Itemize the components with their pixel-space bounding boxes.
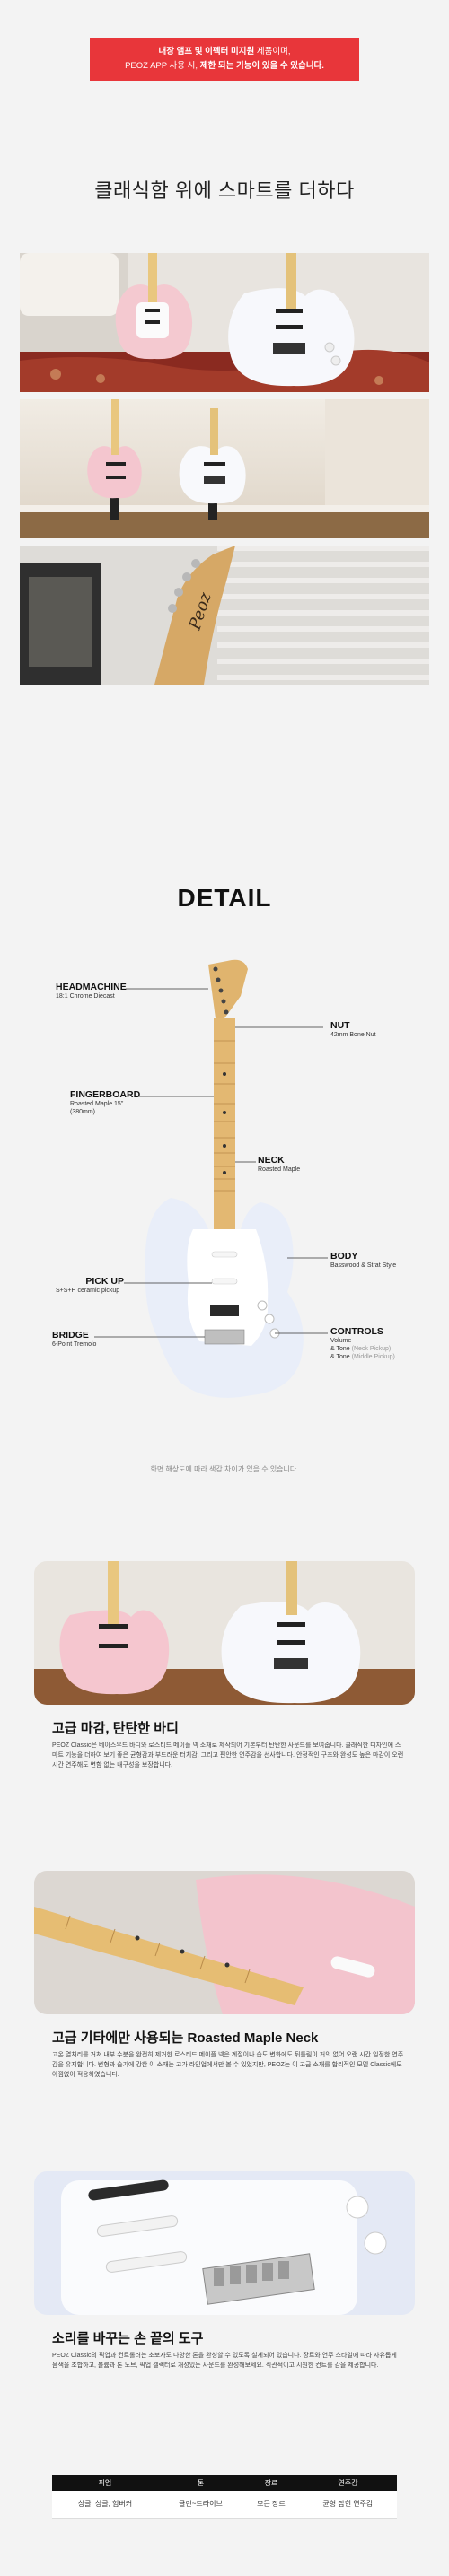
spec-header-genre: 장르 [243, 2475, 299, 2491]
feature-2-image [34, 1871, 415, 2014]
headstock-photo: Peoz [20, 546, 429, 685]
table-row: 싱글, 싱글, 험버커 클린~드라이브 모든 장르 균형 잡힌 연주감 [52, 2491, 397, 2519]
spec-cell-pickup: 싱글, 싱글, 험버커 [52, 2491, 158, 2519]
feature-1-body: PEOZ Classic은 베이스우드 바디와 로스티드 메이플 넥 소재로 제… [52, 1742, 404, 1768]
callout-bridge: BRIDGE 6-Point Tremolo [52, 1330, 97, 1348]
notice-banner: 내장 앰프 및 이펙터 미지원 제품이며, PEOZ APP 사용 시, 제한 … [90, 38, 359, 81]
feature-1-title: 고급 마감, 탄탄한 바디 [52, 1721, 179, 1736]
guitars-photo-1 [20, 253, 429, 392]
feature-3-title: 소리를 바꾸는 손 끝의 도구 [52, 2331, 204, 2346]
callout-fingerboard: FINGERBOARD Roasted Maple 15" (380mm) [70, 1089, 141, 1115]
spec-cell-tone: 클린~드라이브 [157, 2491, 244, 2519]
notice-line-2: PEOZ APP 사용 시, 제한 되는 기능이 있을 수 있습니다. [125, 61, 324, 71]
spec-header-row: 픽업 톤 장르 연주감 [52, 2475, 397, 2491]
guitar-illustration [94, 959, 328, 1398]
callout-nut: NUT 42mm Bone Nut [330, 1020, 376, 1038]
color-disclaimer: 화면 해상도에 따라 색감 차이가 있을 수 있습니다. [150, 1465, 299, 1473]
feature-2-title: 고급 기타에만 사용되는 Roasted Maple Neck [52, 2030, 319, 2046]
feature-1-image [34, 1561, 415, 1705]
feature-3-image [34, 2171, 415, 2315]
spec-cell-feel: 균형 잡힌 연주감 [298, 2491, 397, 2519]
spec-table: 픽업 톤 장르 연주감 싱글, 싱글, 험버커 클린~드라이브 모든 장르 균형… [52, 2475, 397, 2519]
callout-neck: NECK Roasted Maple [258, 1155, 301, 1173]
callout-body: BODY Basswood & Strat Style [330, 1251, 397, 1269]
detail-title: DETAIL [177, 884, 272, 912]
spec-header-pickup: 픽업 [52, 2475, 158, 2491]
guitars-photo-2 [20, 399, 429, 538]
feature-2-body: 고온 열처리를 거쳐 내부 수분을 완전히 제거한 로스티드 메이플 넥은 계절… [52, 2052, 404, 2078]
section-headline: 클래식함 위에 스마트를 더하다 [94, 179, 355, 202]
callout-controls: CONTROLS Volume & Tone (Neck Pickup) & T… [330, 1326, 395, 1360]
callout-pickup: PICK UP S+S+H ceramic pickup [56, 1276, 124, 1294]
spec-cell-genre: 모든 장르 [243, 2491, 299, 2519]
spec-header-tone: 톤 [157, 2475, 244, 2491]
callout-headmachine: HEADMACHINE 18:1 Chrome Diecast [56, 982, 127, 1000]
spec-header-feel: 연주감 [298, 2475, 397, 2491]
feature-3-body: PEOZ Classic의 픽업과 컨트롤러는 초보자도 다양한 톤을 완성할 … [52, 2353, 397, 2369]
guitar-diagram: HEADMACHINE 18:1 Chrome Diecast NUT 42mm… [0, 942, 449, 1445]
notice-line-1: 내장 앰프 및 이펙터 미지원 제품이며, [158, 47, 291, 57]
